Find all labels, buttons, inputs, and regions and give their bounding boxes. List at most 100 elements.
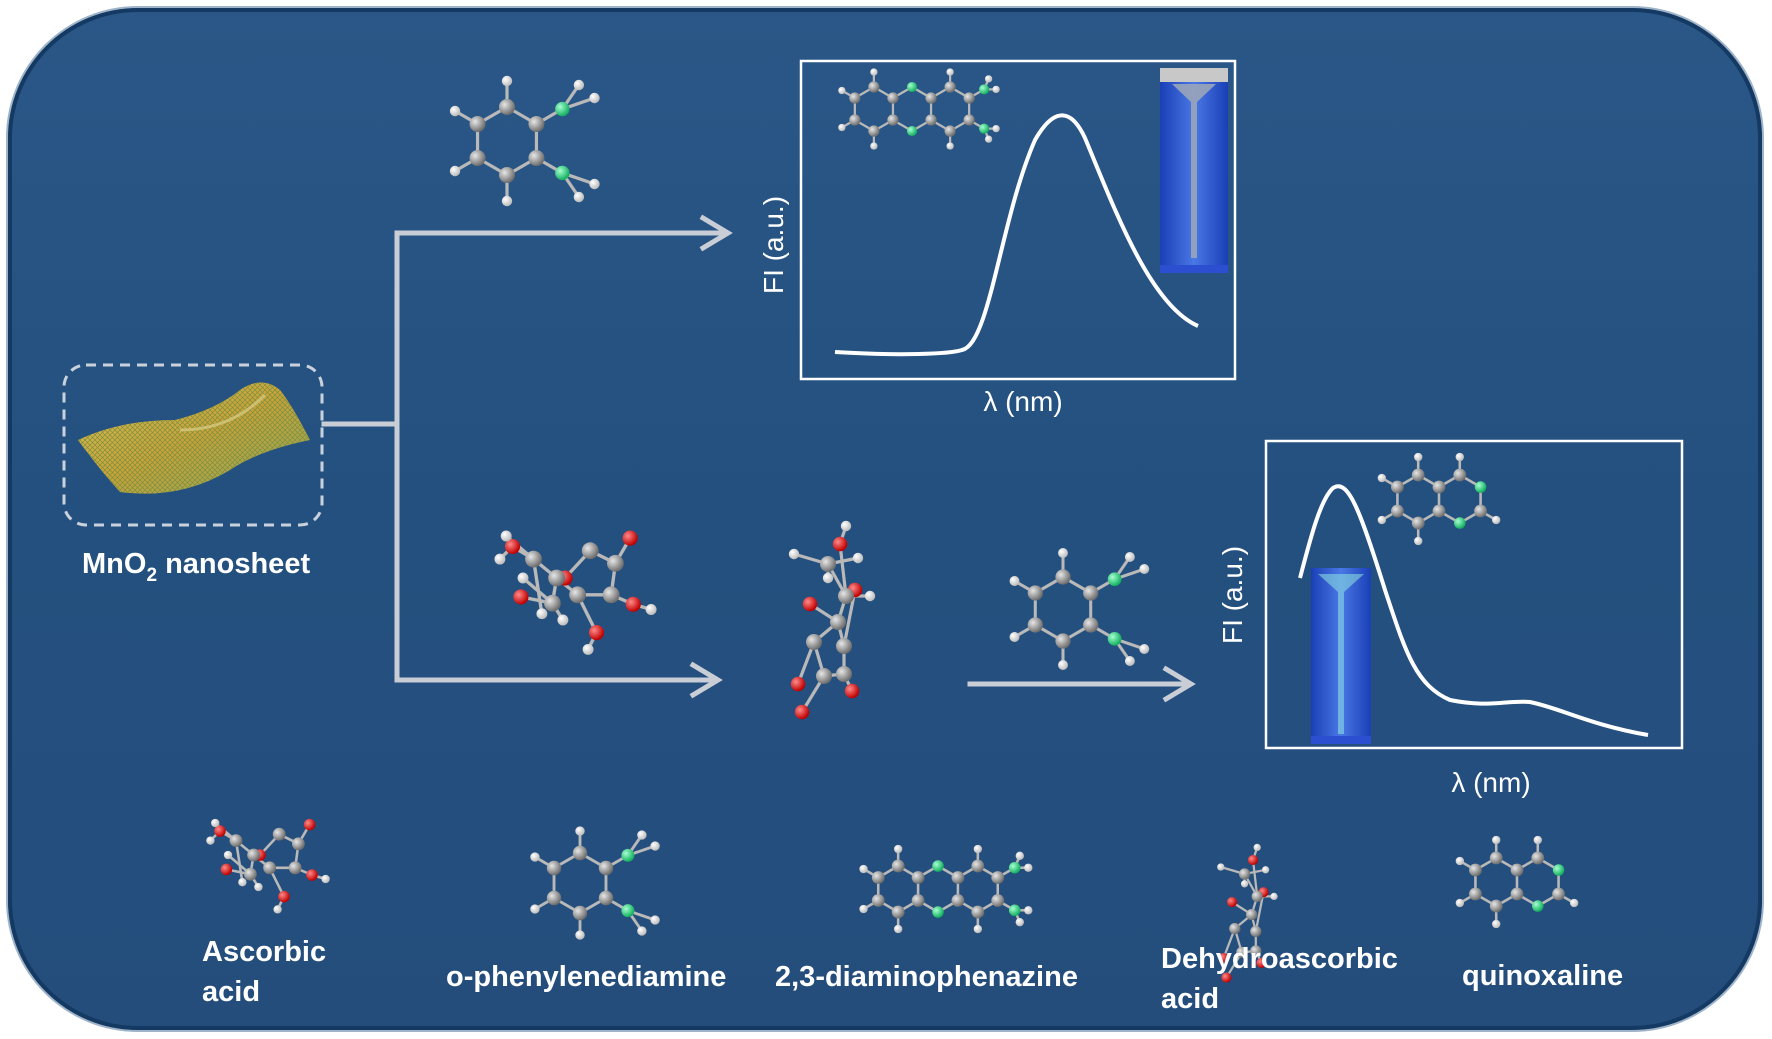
legend-dehydroascorbic-acid-line1: Dehydroascorbic	[1161, 943, 1398, 975]
atom-C	[244, 867, 257, 881]
atom-C	[1246, 909, 1258, 921]
atom-C	[836, 666, 852, 682]
atom-C	[1411, 468, 1425, 482]
nanosheet-label: MnO2 nanosheet	[82, 548, 310, 586]
atom-H	[582, 643, 594, 655]
atom-C	[871, 871, 885, 884]
atom-H	[946, 68, 954, 76]
arrow-bottom-head	[689, 661, 723, 699]
opd-model-bottom	[1009, 548, 1150, 670]
legend-ascorbic-acid-line1: Ascorbic	[202, 936, 326, 968]
bottom-y-label: FI (a.u.)	[1217, 546, 1248, 644]
diagram-panel	[8, 8, 1762, 1030]
atom-C	[1027, 617, 1043, 633]
atom-O	[513, 589, 529, 605]
atom-H	[530, 904, 540, 914]
atom-C	[1083, 617, 1099, 633]
atom-N	[1008, 861, 1021, 874]
atom-C	[971, 859, 985, 873]
quinoxaline-model-plot	[1377, 452, 1501, 546]
atom-O	[588, 625, 605, 641]
atom-C	[469, 116, 486, 132]
atom-N	[1107, 631, 1122, 646]
atom-C	[499, 99, 515, 115]
molecule-models	[206, 68, 1579, 983]
atom-C	[1489, 851, 1503, 865]
atom-O	[844, 683, 860, 699]
atom-N	[621, 904, 635, 918]
atom-H	[500, 530, 512, 542]
atom-O	[622, 530, 638, 546]
atom-H	[573, 79, 585, 91]
atom-H	[984, 135, 993, 143]
atom-H	[501, 195, 513, 207]
atom-H	[1124, 552, 1135, 562]
atom-H	[1414, 536, 1423, 546]
atom-C	[602, 586, 620, 604]
atom-H	[946, 142, 954, 150]
atom-H	[1058, 660, 1068, 670]
atom-C	[991, 871, 1005, 884]
atom-C	[1239, 868, 1251, 880]
atom-C	[944, 81, 956, 93]
atom-C	[1250, 945, 1262, 957]
atom-C	[1055, 569, 1071, 585]
atom-O	[1221, 972, 1232, 983]
cuvette-image	[1160, 68, 1228, 273]
atom-H	[1377, 473, 1387, 483]
atom-H	[273, 905, 282, 914]
atom-N	[1474, 481, 1487, 493]
atom-C	[546, 890, 562, 906]
atom-C	[247, 848, 260, 862]
atom-H	[838, 123, 846, 132]
atom-O	[802, 596, 818, 612]
atom-H	[822, 572, 834, 584]
atom-N	[979, 123, 990, 134]
opd-model-top	[449, 75, 600, 207]
atom-N	[906, 125, 918, 137]
atom-C	[272, 827, 286, 841]
atom-H	[1492, 919, 1501, 929]
atom-H	[840, 520, 852, 532]
atom-O	[794, 704, 810, 720]
atom-H	[1569, 898, 1579, 908]
emission-curve	[834, 113, 1199, 357]
atom-N	[932, 906, 944, 918]
top-y-label: FI (a.u.)	[758, 196, 789, 294]
atom-C	[963, 92, 975, 104]
atom-C	[1083, 585, 1099, 601]
legend-dap-model	[859, 844, 1033, 934]
atom-H	[1414, 452, 1423, 462]
atom-O	[790, 676, 806, 692]
atom-H	[645, 604, 657, 615]
atom-O	[303, 818, 316, 831]
atom-O	[1256, 957, 1267, 968]
atom-H	[575, 826, 585, 836]
legend-quinoxaline: quinoxaline	[1462, 960, 1623, 992]
atom-H	[1015, 851, 1024, 860]
atom-N	[1552, 864, 1565, 876]
atom-H	[1240, 880, 1249, 888]
atom-H	[517, 572, 529, 584]
legend-quinoxaline-model	[1455, 835, 1579, 929]
atom-H	[254, 882, 263, 892]
atom-C	[891, 859, 905, 873]
atom-C	[911, 871, 925, 884]
atom-C	[1251, 890, 1263, 903]
atom-C	[830, 614, 846, 630]
atom-C	[1552, 887, 1565, 901]
atom-H	[650, 915, 660, 925]
atom-C	[944, 125, 956, 137]
atom-O	[306, 869, 318, 881]
atom-H	[1533, 835, 1542, 845]
atom-O	[220, 863, 233, 876]
atom-H	[573, 191, 585, 203]
legend-opd-model	[530, 826, 660, 940]
atom-C	[1055, 633, 1071, 649]
atom-H	[894, 844, 903, 854]
atom-C	[1510, 887, 1524, 901]
atom-N	[906, 81, 918, 93]
atom-H	[1261, 866, 1270, 874]
atom-H	[449, 105, 461, 117]
